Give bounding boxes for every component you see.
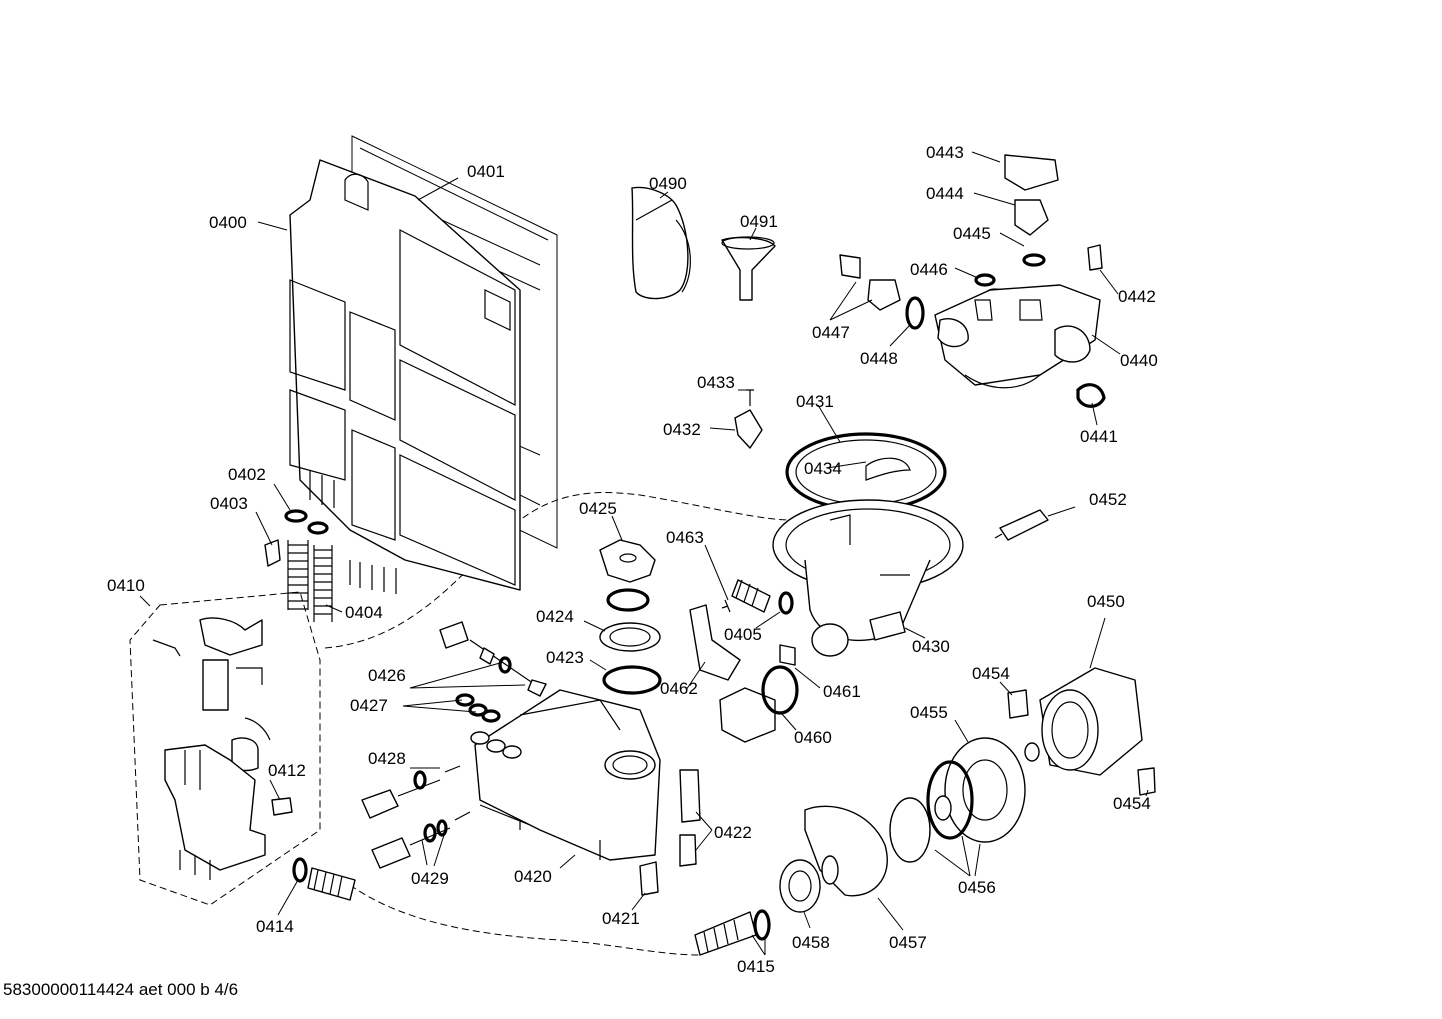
- part-label: 0426: [368, 666, 406, 685]
- part-label: 0405: [724, 625, 762, 644]
- part-label: 0401: [467, 162, 505, 181]
- part-label: 0429: [411, 869, 449, 888]
- part-label: 0462: [660, 679, 698, 698]
- part-label: 0434: [804, 459, 842, 478]
- part-label: 0446: [910, 260, 948, 279]
- part-label: 0424: [536, 607, 574, 626]
- part-label: 0414: [256, 917, 294, 936]
- part-label: 0425: [579, 499, 617, 518]
- part-label: 0441: [1080, 427, 1118, 446]
- part-label: 0422: [714, 823, 752, 842]
- part-label: 0427: [350, 696, 388, 715]
- part-label: 0431: [796, 392, 834, 411]
- part-label: 0412: [268, 761, 306, 780]
- part-label: 0420: [514, 867, 552, 886]
- part-label: 0447: [812, 323, 850, 342]
- part-label: 0430: [912, 637, 950, 656]
- part-label: 0440: [1120, 351, 1158, 370]
- part-label: 0444: [926, 184, 964, 203]
- part-label: 0415: [737, 957, 775, 976]
- part-label: 0402: [228, 465, 266, 484]
- part-labels: 0400 0401 0402 0403 0404 0405 0410 0412 …: [107, 143, 1158, 976]
- part-label: 0423: [546, 648, 584, 667]
- part-label: 0458: [792, 933, 830, 952]
- part-label: 0461: [823, 682, 861, 701]
- part-label: 0443: [926, 143, 964, 162]
- part-label: 0454: [972, 664, 1010, 683]
- part-label: 0400: [209, 213, 247, 232]
- part-label: 0403: [210, 494, 248, 513]
- part-label: 0433: [697, 373, 735, 392]
- part-label: 0442: [1118, 287, 1156, 306]
- part-label: 0404: [345, 603, 383, 622]
- part-label: 0410: [107, 576, 145, 595]
- part-label: 0491: [740, 212, 778, 231]
- part-label: 0490: [649, 174, 687, 193]
- part-label: 0463: [666, 528, 704, 547]
- part-label: 0456: [958, 878, 996, 897]
- part-label: 0428: [368, 749, 406, 768]
- part-label: 0460: [794, 728, 832, 747]
- part-label: 0432: [663, 420, 701, 439]
- part-label: 0454: [1113, 794, 1151, 813]
- part-label: 0455: [910, 703, 948, 722]
- part-label: 0457: [889, 933, 927, 952]
- part-label: 0448: [860, 349, 898, 368]
- part-label: 0421: [602, 909, 640, 928]
- drawing-artwork: [129, 135, 1156, 956]
- drawing-reference-code: 58300000114424 aet 000 b 4/6: [3, 980, 239, 999]
- part-label: 0452: [1089, 490, 1127, 509]
- part-label: 0445: [953, 224, 991, 243]
- part-label: 0450: [1087, 592, 1125, 611]
